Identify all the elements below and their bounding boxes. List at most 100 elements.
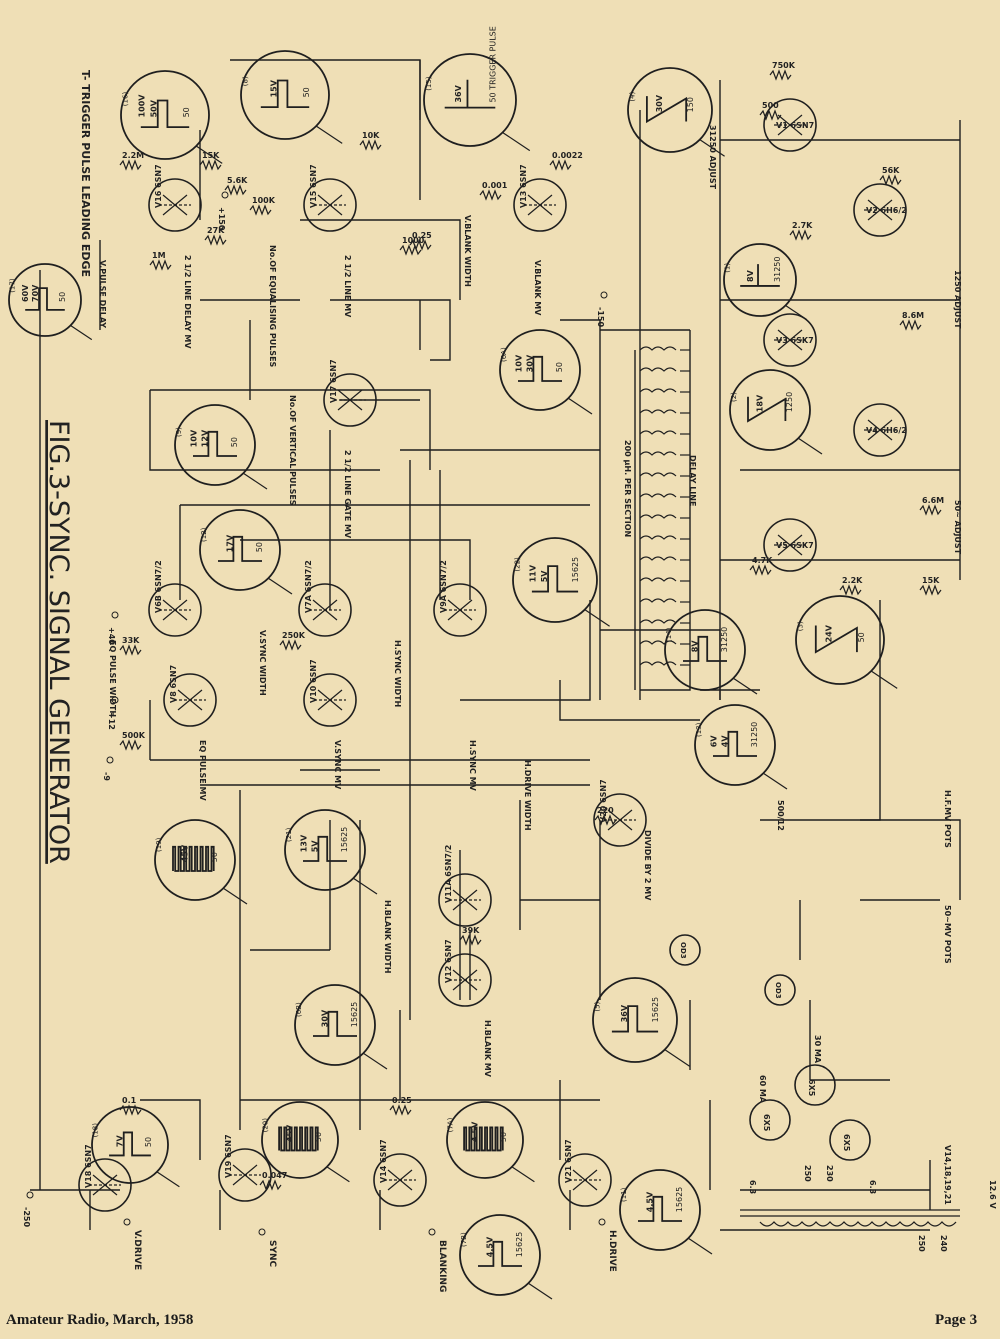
tube-v10-envelope [303,673,357,727]
tube-v10-label: V10 6SN7 [309,659,318,703]
tube-v21: V21 6SN7 [558,1139,612,1207]
wave-3-frequency: 50 [857,632,866,642]
tube-v11: V11A 6SN7/2 [438,845,492,927]
delay-line-coil-12 [639,598,677,603]
rail-minus250-terminal [26,1191,34,1199]
wave-6a-trace [518,355,562,382]
resistor-22 [479,189,502,201]
wave-18-scope [91,1106,169,1184]
output-sync: SYNC [267,1240,277,1268]
wave-6a-amplitude: 30V [525,354,534,372]
component-value-5: 1M [152,251,166,260]
tube-v8: V8 6SN7 [163,665,217,727]
wave-1-pointer [784,304,808,321]
wave-14-tag: (14) [665,627,673,642]
component-11: 500 [759,101,782,121]
tube-v2-envelope [853,183,907,237]
wave-13-scope [694,704,776,786]
wave-13-trace [713,730,757,757]
tube-v1-envelope [763,98,817,152]
stage-vblank-width: V.BLANK WIDTH [463,215,472,287]
stage-vsync-width: V.SYNC WIDTH [258,630,267,696]
stage-line-gate: 2 1/2 LINE GATE MV [343,450,352,539]
wave-6b-frequency: 15625 [350,1002,359,1027]
wave-11-tag: (11) [620,1187,628,1202]
stage-eq-width: EQ PULSE WIDTH [108,640,117,717]
output-v-drive-terminal [123,1218,131,1226]
tube-v6-envelope [148,583,202,637]
wave-19-amplitude: 45V [180,844,189,862]
wave-6a-frequency: 50 [555,362,564,372]
delay-line-coil-8 [639,514,677,519]
component-value-23: 0.0022 [552,151,583,160]
tube-v9-envelope [433,583,487,637]
delay-line-coil-5 [639,451,677,456]
wave-9-trace [193,430,237,457]
tube-v12: V12 6SN7 [438,939,492,1007]
wave-6a-scope [499,329,581,411]
wave-17-pointer [69,324,93,341]
wave-20-tag: (20) [262,1118,270,1133]
wave-3-pointer [870,670,898,689]
rectifier-label-0: 6X5 [807,1079,816,1097]
filament-label-2: 12.6 V [988,1180,997,1210]
component-6: 33K [119,636,142,656]
wave-20-trace [278,1126,319,1152]
wave-21-pointer [352,877,378,895]
wave-4-tag: (4) [628,91,636,101]
wave-8-scope [240,50,330,140]
wave-16-trace [140,99,190,128]
wave-19-frequency: 50 [210,852,219,862]
footer-page-number: Page 3 [935,1312,978,1328]
tube-v7-envelope [298,583,352,637]
wave-16-tag: (16) [122,92,130,107]
resistor-15 [749,564,772,576]
wave-3-scope [795,595,885,685]
wave-8-pointer [315,125,343,144]
component-value-11: 500 [762,101,779,110]
output-sync-terminal [258,1228,266,1236]
stage-200uh: 200 µH. PER SECTION [623,440,632,537]
stage-1250-adj: 1250 ADJUST [953,270,962,329]
tube-v14: V14 6SN7 [373,1139,427,1207]
component-27: 0.25 [389,1096,412,1116]
resistor-26 [119,1104,142,1116]
wave-2-trace [747,396,787,423]
delay-line-coil-14 [639,640,677,645]
rail-plus12-terminal [111,696,119,704]
tube-v12-label: V12 6SN7 [444,939,453,983]
wave-7a-tag: (7A) [447,1117,455,1132]
resistor-13 [899,319,922,331]
wire-62 [460,600,591,701]
wave-18-trace [109,1131,151,1157]
output-h-drive-terminal [598,1218,606,1226]
stage-50-adj: 50~ ADJUST [953,500,962,555]
rail-plus150: +150 [217,207,226,231]
component-value-3: 100K [252,196,276,205]
component-value-22: 0.001 [482,181,508,190]
resistor-5 [149,259,172,271]
output-blanking-terminal [428,1228,436,1236]
wave-3-tag: (3) [797,621,805,631]
stage-2half-line: 2 1/2 LINE MV [343,255,352,318]
tube-v11-envelope [438,873,492,927]
wave-15-tag: (15) [425,76,433,91]
wave-9-frequency: 50 [230,437,239,447]
component-value-24: 220 [597,806,614,815]
heater-string-label: V14,18,19,21 [943,1145,952,1205]
tap-label-1: 230 [825,1165,834,1182]
resistor-6 [119,644,142,656]
component-25: 39K [459,926,482,946]
wave-6a-tag: (6A) [500,347,508,362]
wave-18-tag: (18) [92,1123,100,1138]
rectifier-tube-2 [749,1099,791,1141]
filament-label-0: 6.3 [748,1180,757,1194]
wave-7b-pointer [527,1282,553,1300]
